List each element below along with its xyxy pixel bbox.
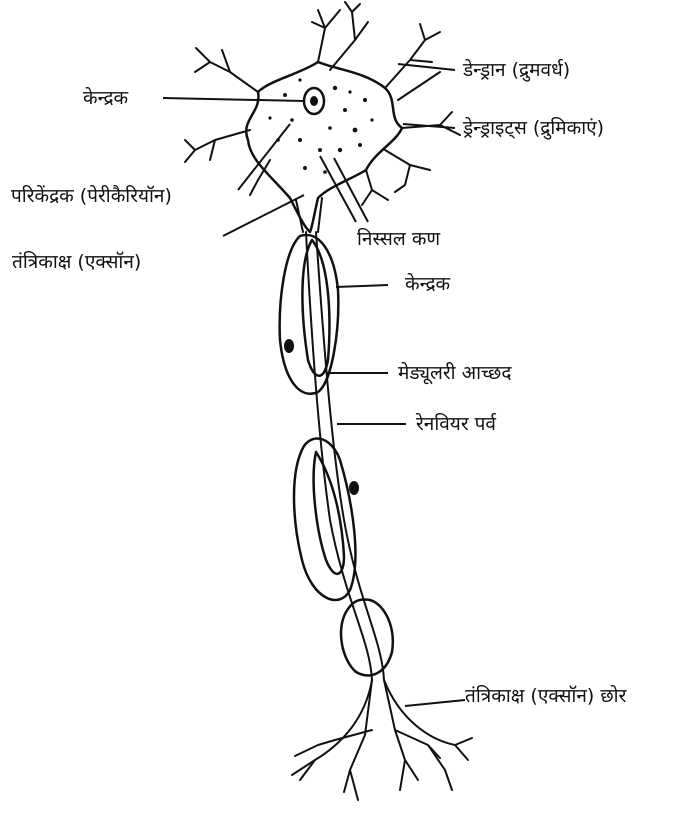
label-nucleus-lower: केन्द्रक	[405, 272, 450, 296]
label-perikaryon: परिकेंद्रक (पेरीकैरियॉन)	[11, 184, 172, 208]
cell-body	[246, 62, 402, 232]
label-nissl: निस्सल कण	[357, 227, 440, 251]
myelin-sheath	[280, 235, 393, 675]
label-myelin: मेड्यूलरी आच्छद	[398, 361, 511, 385]
label-ranvier: रेनवियर पर्व	[416, 412, 496, 436]
axon-terminals	[292, 680, 472, 800]
dendrites	[185, 2, 460, 205]
label-nucleus-top: केन्द्रक	[83, 86, 128, 110]
label-dendrites: ड्रेन्ड्राइट्स (द्रुमिकाएं)	[463, 116, 604, 140]
leader-lines	[163, 64, 465, 706]
label-axon: तंत्रिकाक्ष (एक्सॉन)	[12, 250, 141, 274]
label-dendron: डेन्ड्रान (द्रुमवर्ध)	[463, 58, 570, 82]
label-axon-terminal: तंत्रिकाक्ष (एक्सॉन) छोर	[465, 684, 626, 708]
